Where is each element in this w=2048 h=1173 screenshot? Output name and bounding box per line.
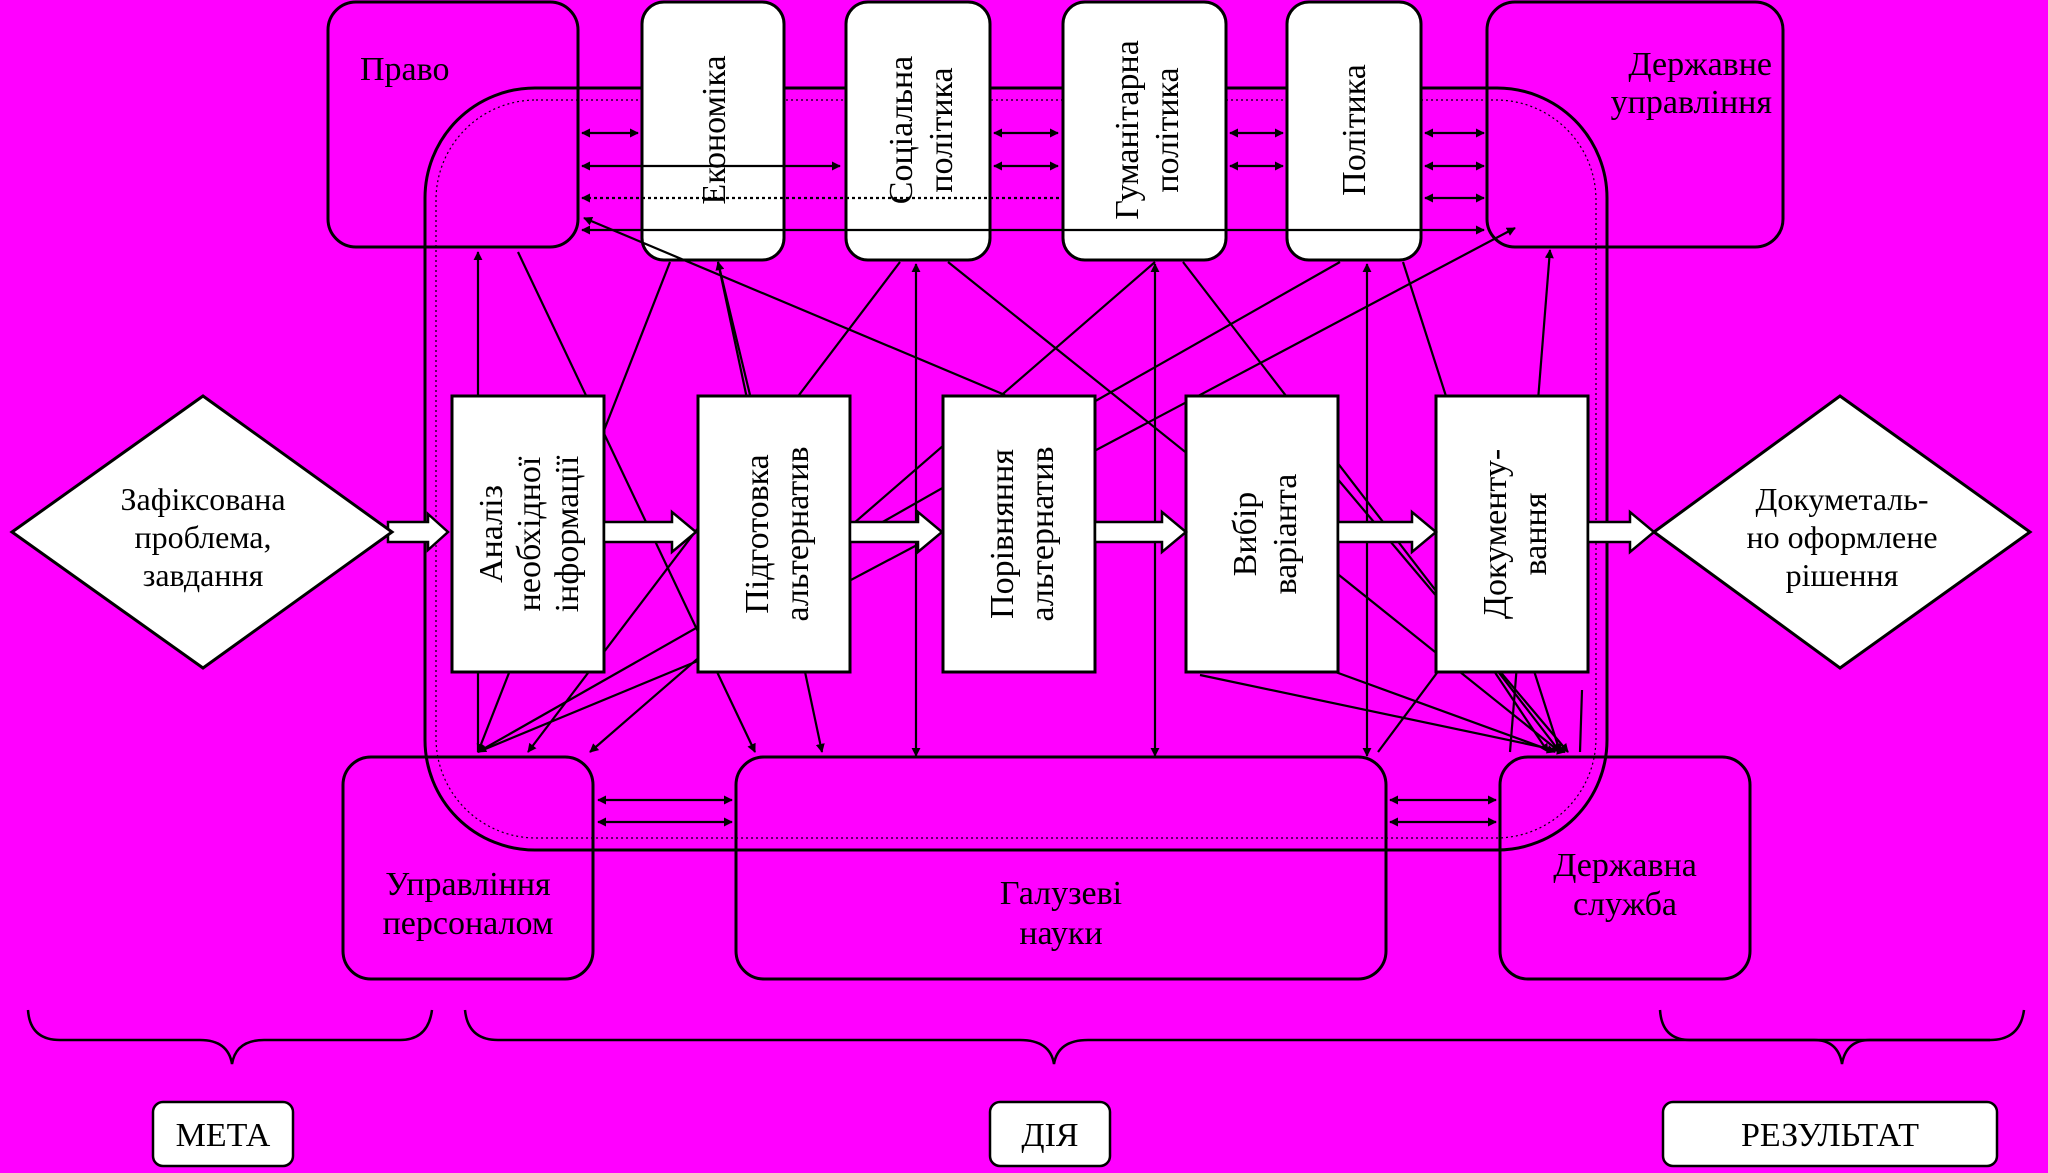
step-selection-line-1: Вибір — [1227, 492, 1264, 577]
top-connections — [581, 128, 1485, 235]
branch-sciences-box — [734, 755, 1388, 981]
step-selection-line-2: варіанта — [1267, 474, 1304, 595]
step-selection-label: Вибір варіанта — [1227, 474, 1304, 595]
social-policy-line-2: політика — [923, 67, 960, 192]
civil-service-box — [1498, 755, 1752, 981]
process-frame — [423, 86, 1609, 852]
input-label: Зафіксована проблема, завдання — [120, 481, 285, 593]
branch-sciences-line-2: науки — [1019, 915, 1102, 952]
step-preparation-line-1: Підготовка — [739, 454, 776, 614]
phase-goal-box — [151, 1100, 295, 1168]
step-comparison-box — [941, 394, 1097, 674]
personnel-management-line-2: персоналом — [383, 905, 554, 942]
politics-box — [1285, 0, 1423, 262]
law-label: Право — [360, 51, 449, 88]
law-box — [326, 0, 580, 249]
step-selection-box — [1184, 394, 1340, 674]
input-problem-diamond — [9, 394, 395, 670]
step-analysis-label: Аналіз необхідної інформації — [473, 455, 586, 612]
phase-goal-label: МЕТА — [176, 1117, 271, 1154]
step-documentation-line-1: Документу- — [1477, 449, 1514, 619]
step-documentation-line-2: вання — [1517, 492, 1554, 575]
step-comparison-line-1: Порівняння — [984, 449, 1021, 619]
personnel-management-box — [341, 755, 595, 981]
politics-label: Політика — [1336, 64, 1373, 196]
step-analysis-line-2: необхідної — [511, 456, 548, 611]
main-flow-arrows — [386, 509, 1656, 555]
step-analysis-line-3: інформації — [549, 455, 586, 612]
step-preparation-box — [696, 394, 852, 674]
output-line-2: но оформлене — [1746, 519, 1937, 555]
process-frame-inner — [435, 99, 1597, 839]
input-line-2: проблема, — [134, 519, 271, 555]
economics-box — [640, 0, 786, 262]
input-line-1: Зафіксована — [120, 481, 285, 517]
step-documentation-label: Документу- вання — [1477, 449, 1554, 619]
phase-result-label: РЕЗУЛЬТАТ — [1741, 1117, 1919, 1154]
step-comparison-label: Порівняння альтернатив — [984, 446, 1061, 621]
phase-action-label: ДІЯ — [1021, 1117, 1078, 1154]
phase-action-box — [988, 1100, 1112, 1168]
step-analysis-box — [450, 394, 606, 674]
humanitarian-policy-line-1: Гуманітарна — [1109, 40, 1146, 220]
public-administration-box — [1485, 0, 1785, 249]
social-policy-line-1: Соціальна — [883, 56, 920, 204]
step-analysis-line-1: Аналіз — [473, 485, 510, 583]
public-administration-line-1: Державне — [1628, 46, 1772, 83]
step-documentation-box — [1434, 394, 1590, 674]
bottom-connections — [597, 795, 1497, 827]
step-comparison-line-2: альтернатив — [1024, 446, 1061, 621]
step-preparation-label: Підготовка альтернатив — [739, 446, 816, 621]
step-preparation-line-2: альтернатив — [779, 446, 816, 621]
output-decision-diamond — [1651, 394, 2033, 670]
civil-service-line-2: служба — [1573, 886, 1677, 923]
civil-service-line-1: Державна — [1553, 847, 1697, 884]
economics-label: Економіка — [696, 55, 733, 204]
phase-result-box — [1661, 1100, 1999, 1168]
public-administration-line-2: управління — [1611, 84, 1773, 121]
personnel-management-line-1: Управління — [385, 866, 551, 903]
humanitarian-policy-label: Гуманітарна політика — [1109, 40, 1186, 220]
phase-braces — [26, 1009, 2026, 1065]
output-line-1: Докуметаль- — [1755, 481, 1928, 517]
output-label: Докуметаль- но оформлене рішення — [1746, 481, 1937, 593]
output-line-3: рішення — [1786, 557, 1899, 593]
social-policy-label: Соціальна політика — [883, 56, 960, 204]
humanitarian-policy-line-2: політика — [1149, 67, 1186, 192]
social-policy-box — [844, 0, 992, 262]
input-line-3: завдання — [143, 557, 264, 593]
branch-sciences-line-1: Галузеві — [1000, 875, 1122, 912]
humanitarian-policy-box — [1061, 0, 1228, 262]
